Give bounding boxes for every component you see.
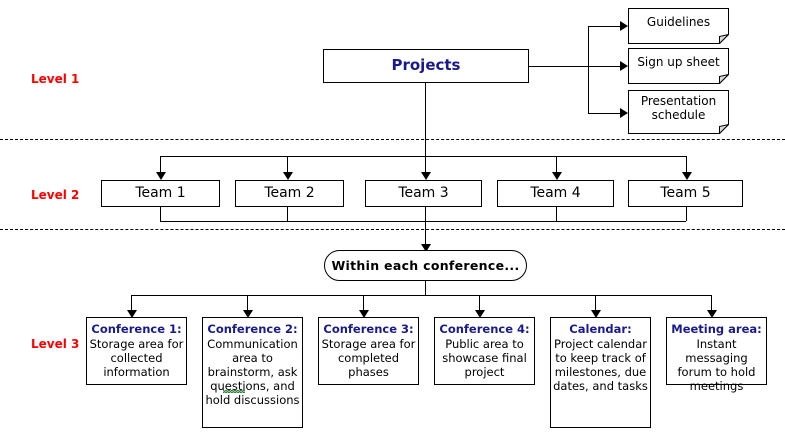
node-presentation-schedule-label: Presentation schedule: [640, 94, 717, 122]
document-shape-icon: [628, 90, 729, 134]
connector-drop-calendar: [595, 295, 596, 313]
arrowhead-team-5: [682, 172, 692, 180]
connector-drop-team-4: [556, 156, 557, 173]
node-team-4[interactable]: Team 4: [497, 180, 614, 207]
connector-teams-distribution-bar: [160, 156, 686, 157]
arrowhead-team-4: [552, 172, 562, 180]
node-meeting-area[interactable]: Meeting area: Instant messaging forum to…: [666, 317, 767, 393]
arrowhead-hub: [421, 244, 431, 252]
connector-drop-meeting-area: [711, 295, 712, 313]
node-team-2-label: Team 2: [264, 185, 315, 202]
connector-drop-team-2: [287, 156, 288, 173]
level-label-1: Level 1: [31, 72, 80, 86]
node-team-5-label: Team 5: [660, 185, 711, 202]
arrowhead-presentation: [620, 108, 628, 118]
connector-projects-down: [425, 83, 426, 156]
arrowhead-signup: [620, 61, 628, 71]
connector-hub-down: [425, 281, 426, 295]
connector-documents-trunk: [588, 26, 589, 113]
spellcheck-squiggle: [223, 390, 245, 393]
connector-conferences-distribution-bar: [131, 295, 711, 296]
arrowhead-guidelines: [620, 21, 628, 31]
arrowhead-team-2: [283, 172, 293, 180]
node-team-3-label: Team 3: [398, 185, 449, 202]
node-calendar-title: Calendar:: [569, 322, 632, 336]
level-label-2: Level 2: [31, 188, 80, 202]
arrowhead-meeting-area: [707, 310, 717, 318]
connector-team-3-down: [425, 207, 426, 221]
node-projects[interactable]: Projects: [323, 49, 529, 83]
node-within-each-conference-label: Within each conference...: [331, 258, 520, 273]
node-conference-4-title: Conference 4:: [439, 322, 530, 336]
connector-drop-conference-2: [247, 295, 248, 313]
node-conference-1-body: Storage area for collected information: [89, 337, 184, 380]
level-label-3: Level 3: [31, 337, 80, 351]
connector-projects-to-trunk: [529, 66, 588, 67]
connector-drop-team-5: [686, 156, 687, 173]
node-calendar[interactable]: Calendar: Project calendar to keep track…: [550, 317, 651, 428]
document-shape-icon: [628, 8, 729, 44]
arrowhead-conference-1: [127, 310, 137, 318]
connector-teams-merge-bar: [160, 221, 686, 222]
arrowhead-calendar: [591, 310, 601, 318]
node-conference-1-title: Conference 1:: [91, 322, 182, 336]
connector-trunk-to-presentation: [588, 113, 620, 114]
connector-drop-conference-4: [479, 295, 480, 313]
connector-merge-to-hub: [425, 221, 426, 245]
node-conference-2[interactable]: Conference 2: Communication area to brai…: [202, 317, 303, 428]
node-conference-4-body: Public area to showcase final project: [442, 337, 527, 380]
connector-drop-team-3: [425, 156, 426, 173]
connector-trunk-to-guidelines: [588, 26, 620, 27]
node-meeting-area-title: Meeting area:: [671, 322, 762, 336]
divider-level1-level2: [0, 139, 785, 140]
node-guidelines[interactable]: Guidelines: [628, 8, 729, 44]
connector-team-5-down: [686, 207, 687, 221]
node-conference-3-title: Conference 3:: [323, 322, 414, 336]
node-conference-3[interactable]: Conference 3: Storage area for completed…: [318, 317, 419, 385]
node-presentation-schedule[interactable]: Presentation schedule: [628, 90, 729, 134]
node-conference-2-title: Conference 2:: [207, 322, 298, 336]
node-team-5[interactable]: Team 5: [628, 180, 743, 207]
arrowhead-conference-2: [243, 310, 253, 318]
arrowhead-team-1: [156, 172, 166, 180]
arrowhead-conference-4: [475, 310, 485, 318]
divider-level2-level3: [0, 229, 785, 230]
node-sign-up-sheet-label: Sign up sheet: [637, 55, 720, 70]
node-conference-1[interactable]: Conference 1: Storage area for collected…: [86, 317, 187, 385]
connector-trunk-to-signup: [588, 66, 620, 67]
arrowhead-team-3: [421, 172, 431, 180]
node-meeting-area-body: Instant messaging forum to hold meetings: [677, 337, 756, 394]
node-team-4-label: Team 4: [530, 185, 581, 202]
node-sign-up-sheet[interactable]: Sign up sheet: [628, 48, 729, 84]
connector-drop-team-1: [160, 156, 161, 173]
document-shape-icon: [628, 48, 729, 84]
arrowhead-conference-3: [359, 310, 369, 318]
node-within-each-conference[interactable]: Within each conference...: [324, 250, 527, 281]
node-conference-2-body: Communication area to brainstorm, ask qu…: [205, 337, 300, 408]
connector-team-1-down: [160, 207, 161, 221]
node-team-1[interactable]: Team 1: [101, 180, 220, 207]
node-guidelines-label: Guidelines: [646, 15, 711, 30]
node-conference-4[interactable]: Conference 4: Public area to showcase fi…: [434, 317, 535, 385]
connector-drop-conference-1: [131, 295, 132, 313]
node-calendar-body: Project calendar to keep track of milest…: [553, 337, 648, 394]
node-team-3[interactable]: Team 3: [365, 180, 482, 207]
connector-drop-conference-3: [363, 295, 364, 313]
node-team-1-label: Team 1: [135, 185, 186, 202]
connector-team-2-down: [287, 207, 288, 221]
node-projects-label: Projects: [391, 56, 461, 75]
node-team-2[interactable]: Team 2: [235, 180, 344, 207]
connector-team-4-down: [556, 207, 557, 221]
node-conference-3-body: Storage area for completed phases: [321, 337, 416, 380]
